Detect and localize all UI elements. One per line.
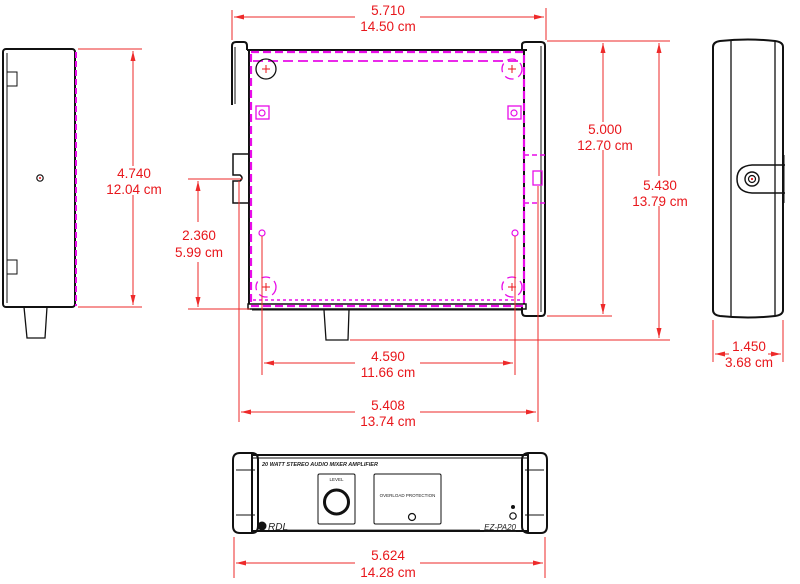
knob-profile — [23, 306, 48, 339]
overload-led-icon — [407, 512, 417, 522]
dim-top-width-cm: 14.50 cm — [360, 19, 416, 34]
hole-top-right — [501, 58, 523, 80]
front-view: 20 WATT STEREO AUDIO MIXER AMPLIFIER LEV… — [232, 452, 548, 580]
dim-inner-height-in: 5.000 — [588, 122, 622, 137]
knob-profile-top — [323, 309, 350, 341]
dim-side-depth-cm: 3.68 cm — [725, 355, 773, 370]
rdl-logo-dot — [257, 521, 267, 531]
level-label: LEVEL — [329, 477, 344, 482]
power-led-icon — [511, 505, 515, 509]
dim-outer-height-in: 5.430 — [643, 178, 677, 193]
dim-mount-offset-cm: 5.99 cm — [175, 245, 223, 260]
top-view: 5.710 14.50 cm 5.000 12.70 cm 5.430 13.7… — [175, 3, 688, 429]
model-label: EZ-PA20 — [484, 523, 516, 532]
brand-logo: RDL — [268, 522, 288, 533]
dim-outer-height-cm: 13.79 cm — [632, 194, 688, 209]
hole-bottom-right — [501, 276, 523, 298]
hole-bottom-left — [255, 276, 277, 298]
side-tab-top — [6, 71, 18, 87]
dim-base-width-cm: 13.74 cm — [360, 414, 416, 429]
dim-front-width-in: 5.624 — [371, 548, 405, 563]
dim-left-height-cm: 12.04 cm — [106, 182, 162, 197]
level-knob[interactable] — [323, 488, 350, 516]
side-tab-bottom — [6, 259, 18, 275]
dim-side-depth-in: 1.450 — [732, 339, 766, 354]
dim-left-height-in: 4.740 — [117, 166, 151, 181]
dim-front-width-cm: 14.28 cm — [360, 565, 416, 580]
product-line-label: 20 WATT STEREO AUDIO MIXER AMPLIFIER — [261, 462, 378, 468]
dim-mount-offset-in: 2.360 — [182, 228, 216, 243]
overload-protection-label: OVERLOAD PROTECTION — [380, 493, 436, 498]
dim-base-width-in: 5.408 — [371, 398, 405, 413]
hole-top-left — [255, 58, 277, 80]
dc-jack-icon — [744, 171, 760, 187]
dim-hole-spacing-cm: 11.66 cm — [361, 365, 416, 380]
left-side-view: 4.740 12.04 cm — [2, 48, 162, 339]
right-side-view: 1.450 3.68 cm — [712, 38, 785, 370]
dim-top-width-in: 5.710 — [371, 3, 405, 18]
dim-inner-height-cm: 12.70 cm — [577, 138, 633, 153]
mounting-screw-icon — [36, 174, 44, 182]
power-indicator-icon — [509, 512, 517, 520]
dim-hole-spacing-in: 4.590 — [371, 349, 405, 364]
hidden-pcb-outline — [249, 50, 526, 308]
